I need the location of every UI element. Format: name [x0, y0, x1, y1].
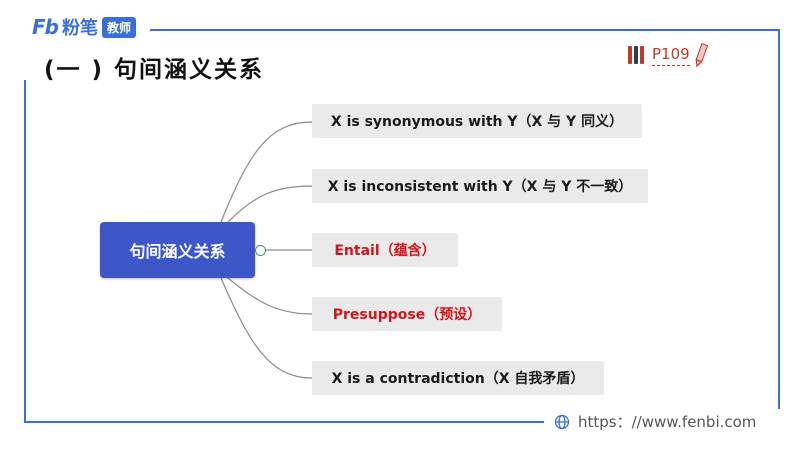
branch-synonymous[interactable]: X is synonymous with Y（X 与 Y 同义） [312, 104, 642, 138]
frame-top-line [150, 29, 780, 31]
section-title: (一 ) 句间涵义关系 [44, 57, 265, 83]
frame-right-line [778, 29, 780, 409]
branch-inconsistent[interactable]: X is inconsistent with Y（X 与 Y 不一致） [312, 169, 648, 203]
globe-icon [554, 414, 570, 429]
logo-name: 粉笔 [61, 18, 98, 39]
footer-website: https：//www.fenbi.com [554, 411, 756, 432]
frame-bottom-line [24, 421, 544, 423]
branch-presuppose[interactable]: Presuppose（预设） [312, 297, 502, 331]
collapse-toggle-icon[interactable] [255, 245, 266, 256]
pencil-icon [695, 42, 708, 68]
page-number: P109 [652, 45, 690, 66]
logo-badge: 教师 [101, 16, 136, 38]
frame-left-line [24, 80, 26, 422]
mindmap-center-node[interactable]: 句间涵义关系 [100, 222, 255, 278]
branch-entail[interactable]: Entail（蕴含） [312, 233, 458, 267]
brand-logo: Fb 粉笔 教师 [32, 14, 136, 40]
books-icon [628, 46, 644, 64]
branch-contradiction[interactable]: X is a contradiction（X 自我矛盾） [312, 361, 604, 395]
logo-mark: Fb [32, 15, 59, 39]
footer-url-text[interactable]: https：//www.fenbi.com [578, 413, 757, 431]
page-reference: P109 [628, 42, 708, 68]
